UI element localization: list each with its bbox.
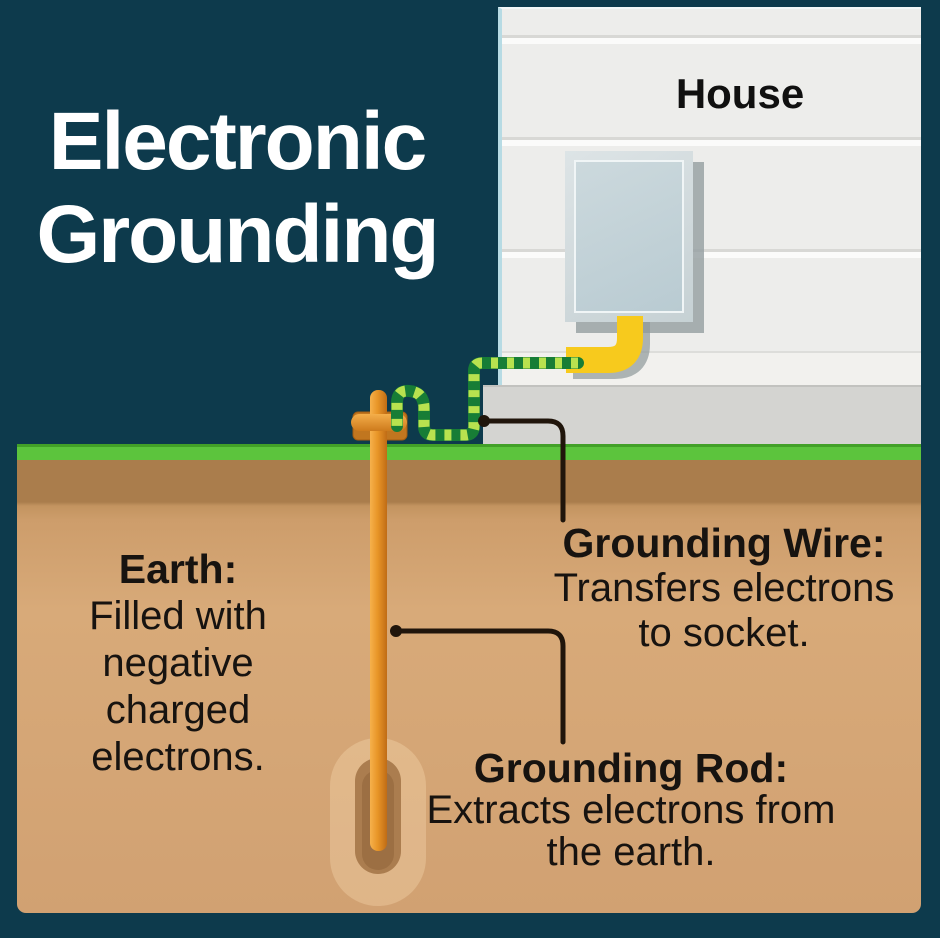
grass-strip — [17, 444, 921, 460]
conduit — [566, 316, 643, 373]
page-title: Electronic Grounding — [4, 95, 470, 281]
grounding-rod-caption-line: the earth. — [546, 830, 716, 874]
title-line-1: Electronic — [48, 96, 427, 187]
grounding-wire-caption-line: Transfers electrons — [553, 566, 895, 610]
grounding-rod — [370, 390, 387, 851]
earth-caption-line: Filled with — [89, 594, 267, 638]
annotation-dot-wire — [478, 415, 490, 427]
siding-line — [502, 35, 921, 44]
earth-ground — [17, 460, 921, 913]
siding-line — [502, 249, 921, 258]
earth-caption-line: negative — [102, 641, 254, 685]
grounding-wire-caption: Grounding Wire: Transfers electrons to s… — [510, 521, 938, 656]
title-line-2: Grounding — [36, 189, 439, 280]
electrical-panel-door — [574, 160, 684, 313]
earth-caption-line: electrons. — [91, 735, 265, 779]
earth-caption-heading: Earth: — [118, 546, 238, 592]
house-foundation — [483, 385, 921, 447]
grounding-wire-path — [391, 357, 584, 441]
house-label: House — [675, 70, 805, 117]
siding-line — [502, 137, 921, 146]
grounding-wire-caption-heading: Grounding Wire: — [562, 520, 886, 566]
annotation-dot-rod — [390, 625, 402, 637]
electrical-panel — [565, 151, 693, 322]
grounding-rod-caption-heading: Grounding Rod: — [473, 745, 789, 791]
grounding-rod-caption: Grounding Rod: Extracts electrons from t… — [386, 747, 876, 873]
grounding-rod-caption-line: Extracts electrons from — [426, 788, 836, 832]
earth-caption: Earth: Filled with negative charged elec… — [28, 546, 328, 781]
annotation-line-wire — [481, 418, 566, 523]
annotation-line-rod — [393, 628, 566, 745]
earth-caption-line: charged — [105, 688, 251, 732]
grounding-wire-caption-line: to socket. — [638, 611, 810, 655]
